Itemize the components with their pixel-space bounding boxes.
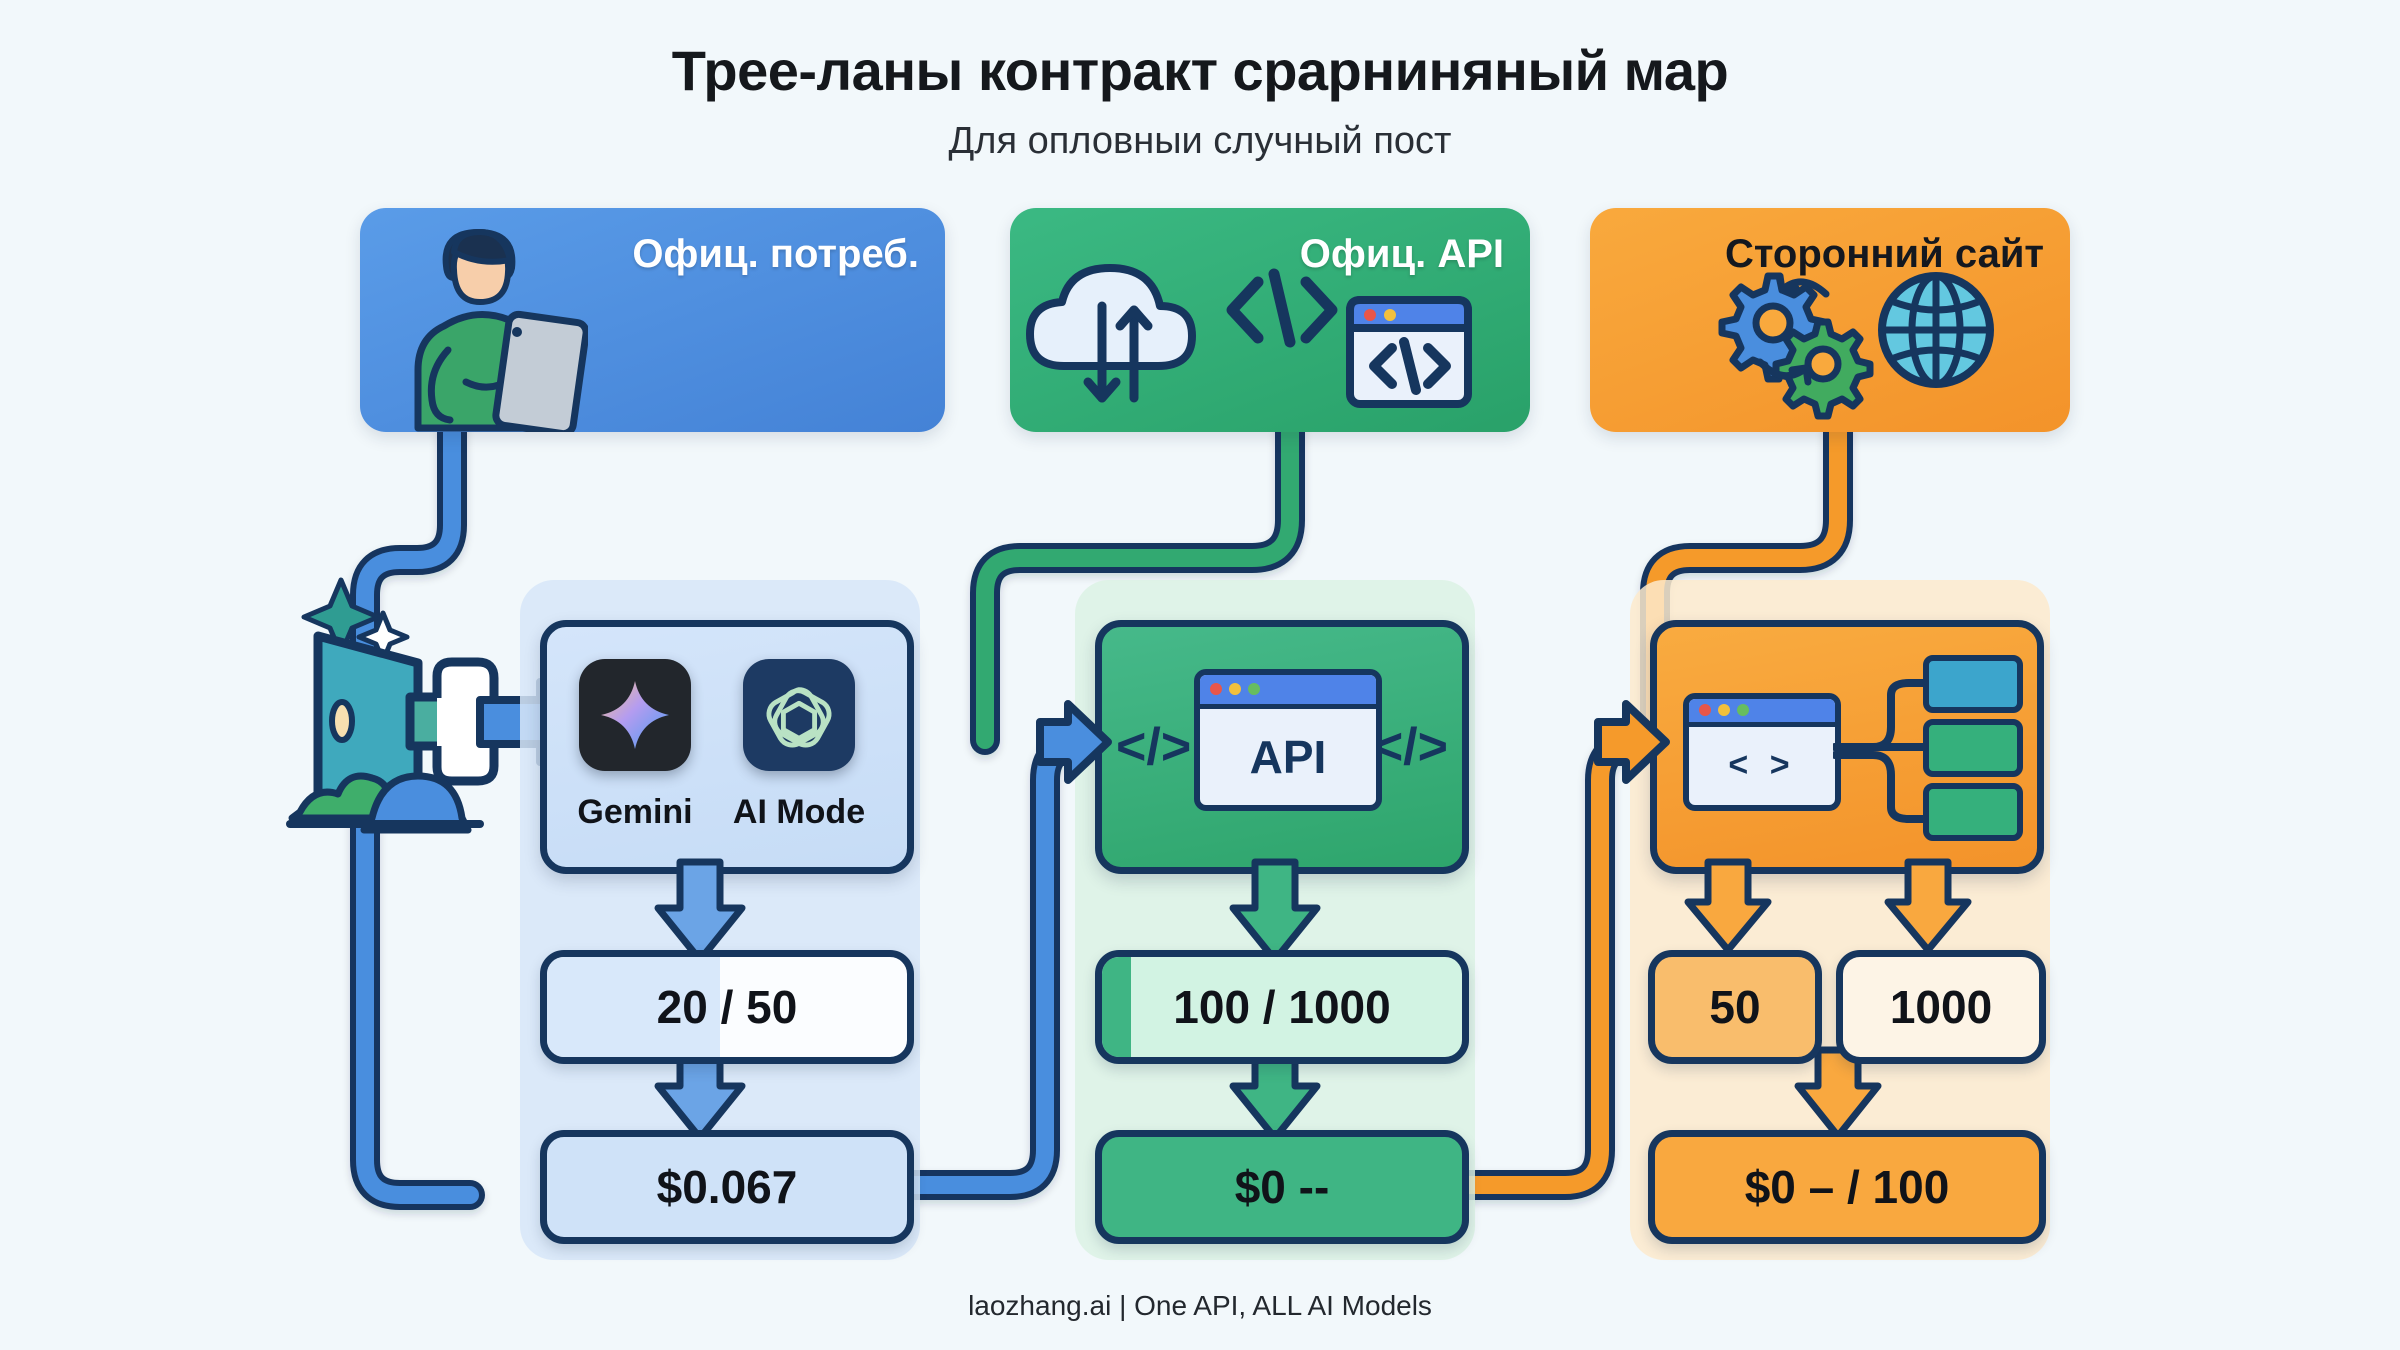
source-label-consumer: Офиц. потреб. bbox=[632, 232, 919, 276]
footer-branding: laozhang.ai | One API, ALL AI Models bbox=[968, 1290, 1432, 1321]
value-text: $0 -- bbox=[1234, 1161, 1330, 1213]
value-thirdparty-limit-left[interactable]: 50 bbox=[1648, 950, 1822, 1064]
gemini-tile[interactable] bbox=[579, 659, 691, 771]
value-thirdparty-limit-right[interactable]: 1000 bbox=[1836, 950, 2046, 1064]
hero-consumer-apps[interactable]: Gemini AI Mode bbox=[540, 620, 914, 874]
globe-icon bbox=[1878, 272, 1994, 388]
value-api-quota[interactable]: 100 / 1000 bbox=[1095, 950, 1469, 1064]
source-card-consumer[interactable]: Офиц. потреб. bbox=[360, 208, 945, 432]
app-label-aimode: AI Mode bbox=[732, 793, 866, 831]
output-block-3 bbox=[1923, 783, 2023, 841]
openai-knot-icon bbox=[766, 687, 832, 748]
code-bracket-left: </> bbox=[1116, 718, 1192, 776]
pipe-api bbox=[970, 415, 1305, 755]
page-subtitle: Для опловныи случный пост bbox=[948, 120, 1452, 162]
value-text: 1000 bbox=[1889, 981, 1993, 1033]
aimode-tile[interactable] bbox=[743, 659, 855, 771]
pipe-green-to-orange bbox=[1440, 730, 1663, 1200]
value-api-price[interactable]: $0 -- bbox=[1095, 1130, 1469, 1244]
thirdparty-browser-window: < > bbox=[1683, 693, 1841, 811]
source-label-thirdparty: Сторонний сайт bbox=[1724, 232, 2044, 276]
window-dot-green bbox=[1248, 683, 1260, 696]
window-dot-green-2 bbox=[1737, 704, 1749, 717]
pipe-thirdparty bbox=[1640, 415, 1853, 755]
pipe-consumer bbox=[350, 415, 467, 755]
value-thirdparty-price[interactable]: $0 – / 100 bbox=[1648, 1130, 2046, 1244]
value-text: 50 bbox=[1709, 981, 1761, 1033]
page-title: Трее-ланы контракт срарниняный мар bbox=[671, 39, 1729, 102]
code-brackets-icon bbox=[1226, 268, 1338, 348]
output-block-1 bbox=[1923, 655, 2023, 713]
source-card-thirdparty[interactable]: Сторонний сайт bbox=[1590, 208, 2070, 432]
value-text: 20 / 50 bbox=[656, 981, 798, 1033]
hero-api-window[interactable]: </> </> API bbox=[1095, 620, 1469, 874]
window-dot-yellow bbox=[1229, 683, 1241, 696]
angle-brackets-icon: < > bbox=[1728, 746, 1796, 785]
value-text: $0.067 bbox=[656, 1161, 798, 1213]
value-text: 100 / 1000 bbox=[1173, 981, 1391, 1033]
hero-thirdparty-fanout[interactable]: < > bbox=[1650, 620, 2044, 874]
output-block-2 bbox=[1923, 719, 2023, 777]
gear-green-icon bbox=[1772, 318, 1874, 420]
app-label-gemini: Gemini bbox=[577, 793, 693, 831]
value-consumer-quota[interactable]: 20 / 50 bbox=[540, 950, 914, 1064]
code-bracket-right: </> bbox=[1372, 718, 1448, 776]
pipe-consumer-tail bbox=[350, 725, 485, 1210]
browser-titlebar-2 bbox=[1689, 699, 1835, 727]
browser-titlebar bbox=[1200, 675, 1376, 709]
api-label: API bbox=[1249, 730, 1327, 783]
window-dot-red-2 bbox=[1699, 704, 1711, 717]
value-text: $0 – / 100 bbox=[1744, 1161, 1950, 1213]
person-with-tablet-icon bbox=[414, 229, 588, 432]
cloud-sync-code-icon bbox=[1026, 264, 1472, 408]
quota-fill-consumer bbox=[547, 957, 720, 1057]
pipe-blue-to-green bbox=[885, 730, 1105, 1200]
api-browser-window: API bbox=[1194, 669, 1382, 811]
source-label-api: Офиц. API bbox=[1299, 232, 1504, 276]
window-dot-yellow-2 bbox=[1718, 704, 1730, 717]
source-card-api[interactable]: Офиц. API bbox=[1010, 208, 1530, 432]
window-dot-red bbox=[1210, 683, 1222, 696]
value-consumer-price[interactable]: $0.067 bbox=[540, 1130, 914, 1244]
gears-globe-icon bbox=[1718, 272, 1994, 420]
gemini-spark-icon bbox=[601, 681, 669, 749]
quota-fill-api bbox=[1102, 957, 1131, 1057]
